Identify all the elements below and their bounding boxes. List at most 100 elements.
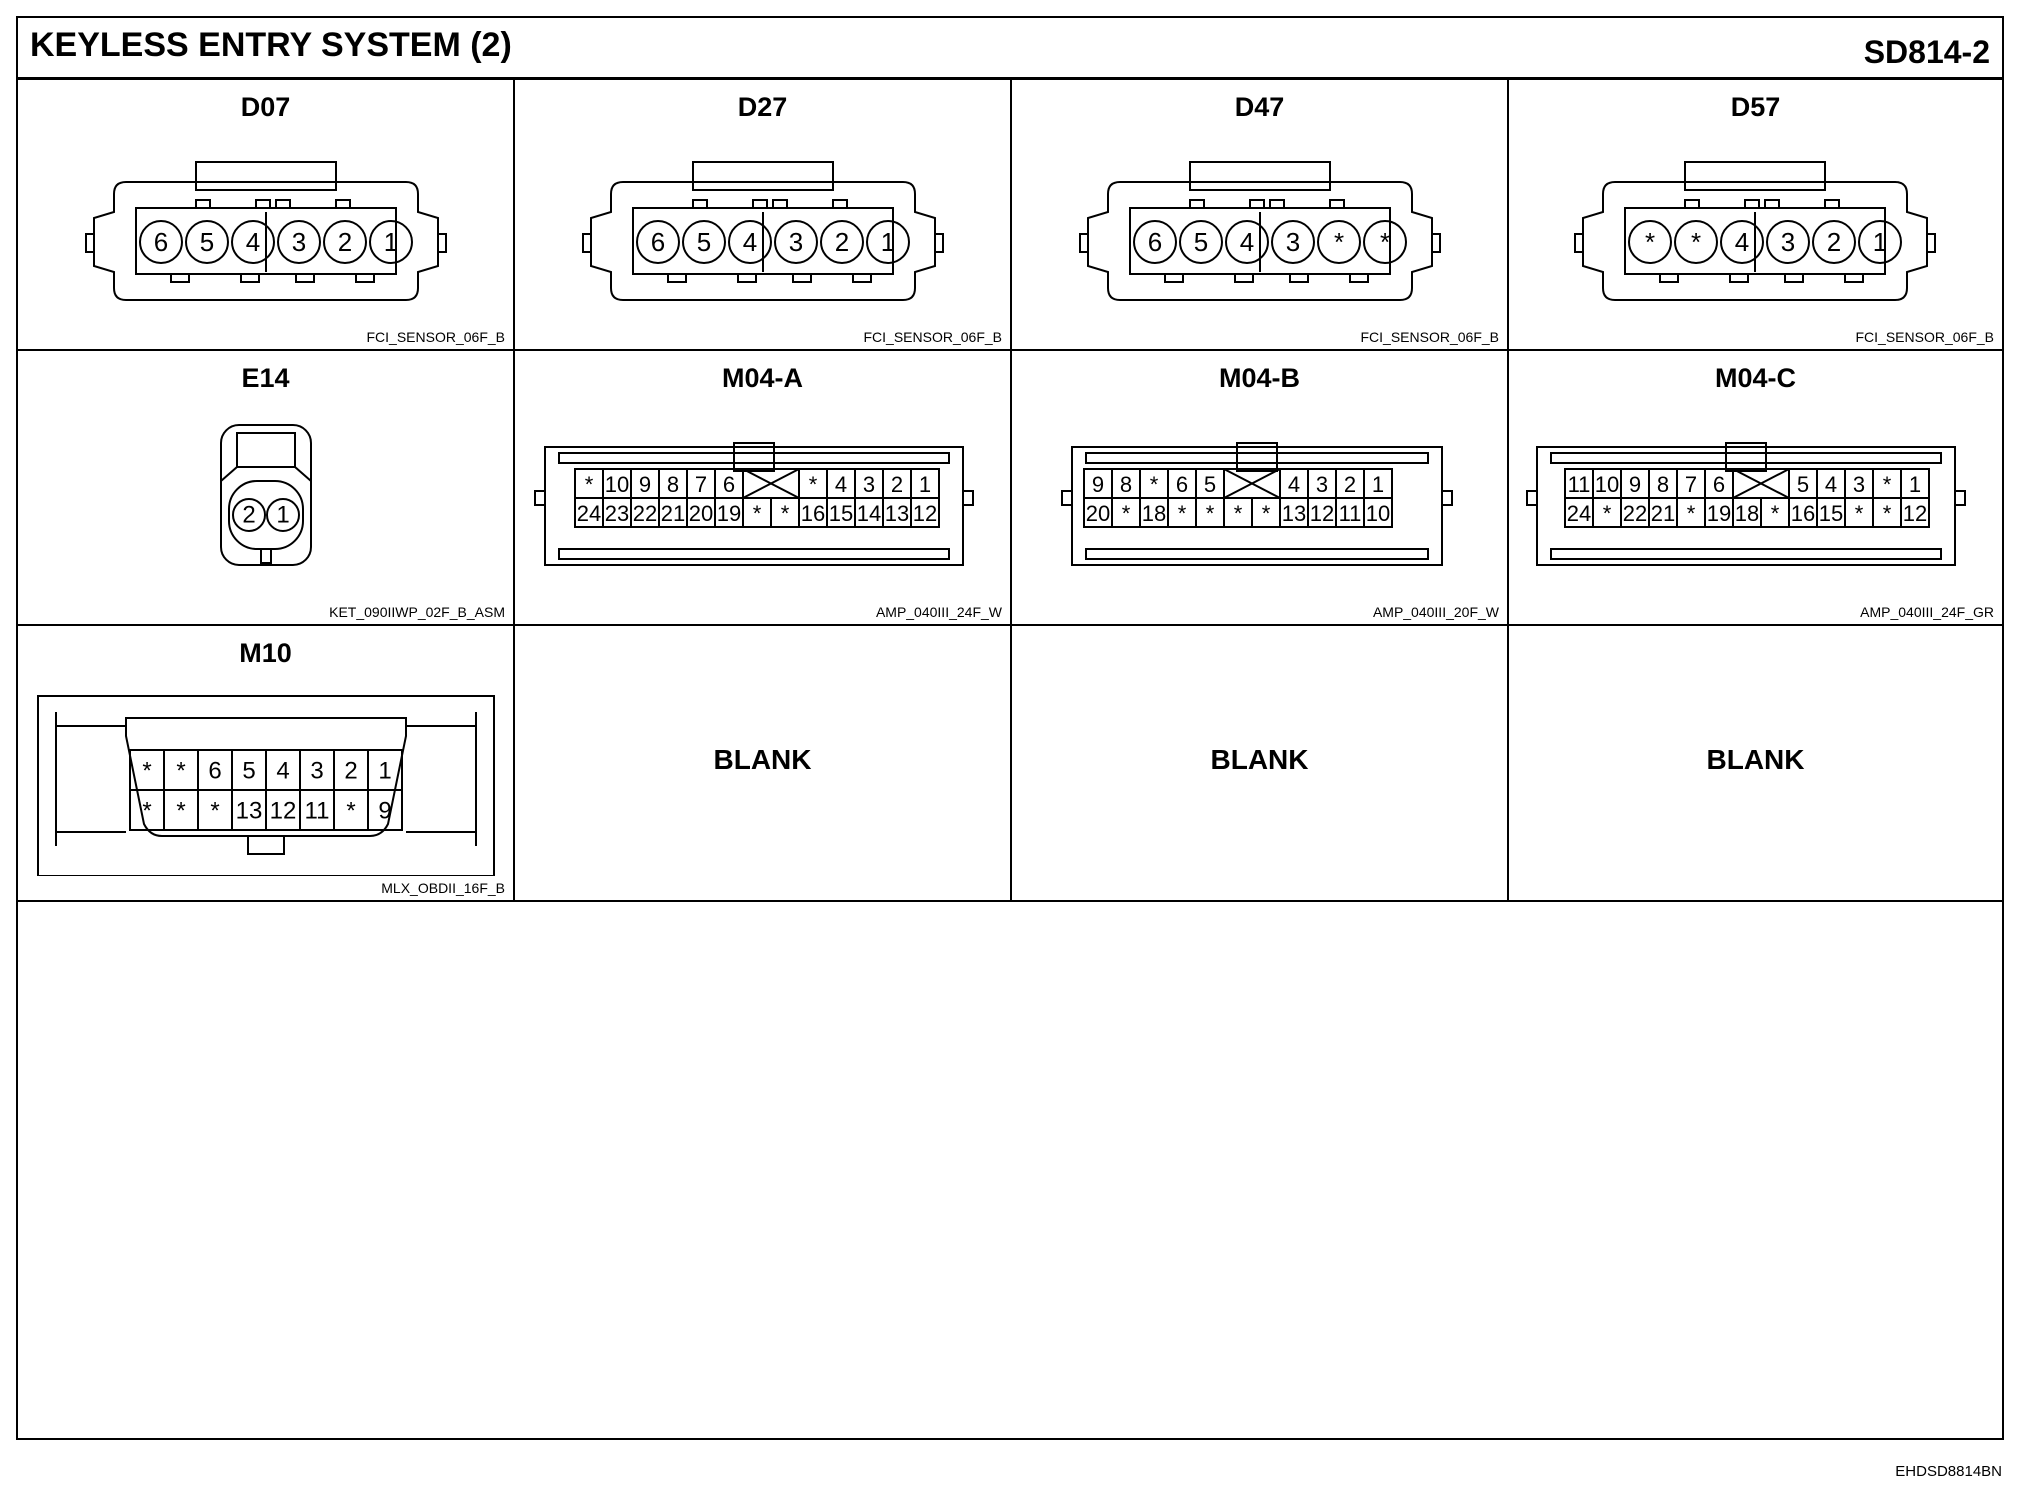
page-header: KEYLESS ENTRY SYSTEM (2) SD814-2 bbox=[18, 18, 2002, 80]
pin-number: 12 bbox=[1903, 501, 1927, 526]
pin bbox=[820, 220, 864, 264]
pin-number: 6 bbox=[651, 227, 665, 257]
connector-outline bbox=[534, 490, 546, 506]
pin bbox=[728, 220, 772, 264]
pin-number: 3 bbox=[1286, 227, 1300, 257]
connector-outline bbox=[1926, 233, 1936, 253]
pin-number: 4 bbox=[276, 758, 289, 785]
pin-number: * bbox=[809, 472, 818, 497]
connector-outline bbox=[1954, 490, 1966, 506]
page-title: KEYLESS ENTRY SYSTEM (2) bbox=[30, 26, 512, 64]
pin-number: * bbox=[1380, 227, 1390, 257]
connector-id: E14 bbox=[241, 363, 290, 393]
pin-number: 2 bbox=[891, 472, 903, 497]
connector-outline bbox=[1574, 233, 1584, 253]
pin bbox=[323, 220, 367, 264]
connector-outline bbox=[1329, 199, 1345, 209]
pin-number: 3 bbox=[789, 227, 803, 257]
pin-number: * bbox=[1771, 501, 1780, 526]
connector-outline bbox=[1684, 161, 1826, 191]
pin-number: * bbox=[1262, 501, 1271, 526]
connector-outline bbox=[1269, 199, 1285, 209]
pin-number: 1 bbox=[881, 227, 895, 257]
pin-number: * bbox=[1645, 227, 1655, 257]
pin-number: 10 bbox=[1366, 501, 1390, 526]
blank-cell: BLANK bbox=[1509, 626, 2002, 902]
pin-number: 5 bbox=[242, 758, 255, 785]
connector-outline bbox=[170, 273, 190, 283]
connector-outline bbox=[295, 273, 315, 283]
pin-number: 11 bbox=[1339, 501, 1362, 526]
connector-outline bbox=[590, 181, 936, 301]
pin-number: * bbox=[210, 798, 219, 825]
connector-outline bbox=[220, 424, 312, 566]
connector-outline bbox=[1582, 181, 1928, 301]
pin bbox=[1271, 220, 1315, 264]
pin-number: 2 bbox=[344, 758, 357, 785]
pin-cavity-mark bbox=[1223, 468, 1281, 499]
connector-outline bbox=[335, 199, 351, 209]
pin-number: * bbox=[176, 798, 185, 825]
pin-number: * bbox=[176, 758, 185, 785]
connector-outline bbox=[1087, 181, 1433, 301]
connector-outline bbox=[733, 442, 775, 472]
connector-outline bbox=[1234, 273, 1254, 283]
pin-number: 16 bbox=[1791, 501, 1815, 526]
pin-number: * bbox=[781, 501, 790, 526]
connector-outline bbox=[667, 273, 687, 283]
connector-outline bbox=[195, 199, 211, 209]
pin-number: 19 bbox=[717, 501, 741, 526]
pin bbox=[1363, 220, 1407, 264]
connector-outline bbox=[772, 199, 788, 209]
pin bbox=[369, 220, 413, 264]
pin-number: * bbox=[1687, 501, 1696, 526]
connector-outline bbox=[1441, 490, 1453, 506]
pin-number: 21 bbox=[1651, 501, 1675, 526]
pin-number: 4 bbox=[1735, 227, 1749, 257]
connector-outline bbox=[692, 161, 834, 191]
pin-number: * bbox=[753, 501, 762, 526]
connector-outline bbox=[275, 199, 291, 209]
pin-number: * bbox=[1603, 501, 1612, 526]
pin-number: 7 bbox=[1685, 472, 1697, 497]
connector-outline bbox=[1764, 199, 1780, 209]
connector-outline bbox=[355, 273, 375, 283]
pin-number: 1 bbox=[276, 502, 289, 529]
connector-outline bbox=[1236, 442, 1278, 472]
pin-number: 9 bbox=[378, 798, 391, 825]
connector-outline bbox=[93, 181, 439, 301]
pin-number: 1 bbox=[1372, 472, 1384, 497]
pin-number: 3 bbox=[310, 758, 323, 785]
pin-number: 1 bbox=[1873, 227, 1887, 257]
pin-number: 9 bbox=[639, 472, 651, 497]
pin-number: 18 bbox=[1735, 501, 1759, 526]
pin bbox=[1363, 497, 1393, 528]
connector-outline bbox=[934, 233, 944, 253]
connector-part-number: AMP_040III_20F_W bbox=[1372, 604, 1499, 620]
connector-outline bbox=[792, 273, 812, 283]
connector-outline bbox=[962, 490, 974, 506]
connector-outline bbox=[85, 233, 95, 253]
pin-number: 6 bbox=[208, 758, 221, 785]
pin-number: 2 bbox=[1344, 472, 1356, 497]
page-code: SD814-2 bbox=[1863, 34, 1990, 70]
pin-number: 24 bbox=[577, 501, 601, 526]
pin-number: * bbox=[1883, 501, 1892, 526]
connector-outline bbox=[1659, 273, 1679, 283]
pin bbox=[266, 498, 300, 532]
connector-outline bbox=[437, 233, 447, 253]
connector-part-number: FCI_SENSOR_06F_B bbox=[863, 329, 1003, 345]
pin bbox=[277, 220, 321, 264]
connector-outline bbox=[752, 199, 768, 209]
connector-outline bbox=[247, 835, 285, 855]
connector-id: D47 bbox=[1234, 92, 1285, 122]
connector-outline bbox=[1085, 452, 1429, 464]
